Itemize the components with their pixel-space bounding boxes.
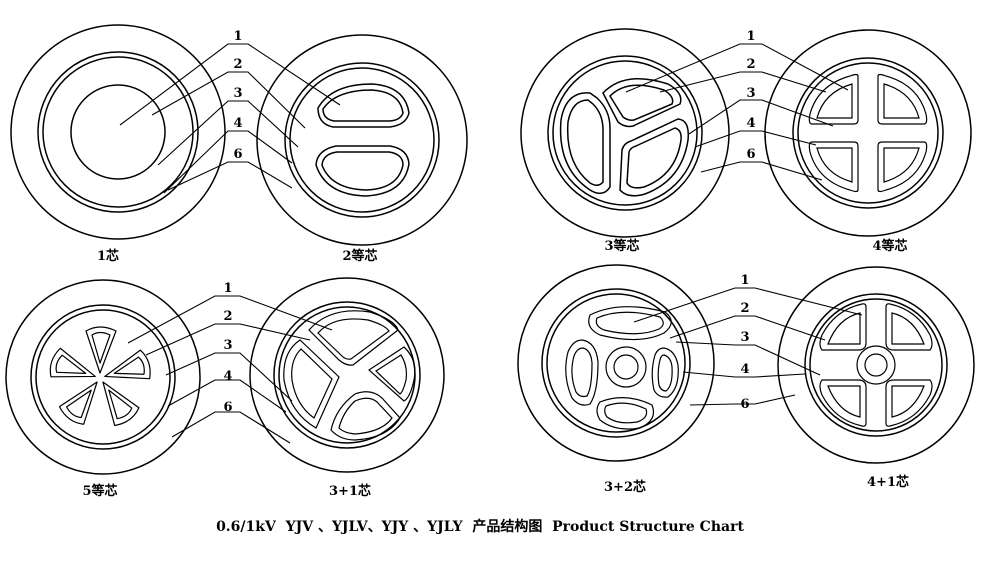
leader-lines-b [625,43,849,181]
caption-1core: 1芯 [97,248,119,264]
layer-label-2: 2 [740,301,749,316]
caption-3p2core: 3+2芯 [604,479,646,495]
layer-label-1: 1 [233,29,242,44]
layer-label-6: 6 [746,147,755,162]
layer-label-3: 3 [223,338,232,353]
group-5core-3p1core: 1 2 3 4 6 5等芯 3+1芯 [5,277,445,499]
layer-label-6: 6 [233,147,242,162]
layer-label-4: 4 [223,369,232,384]
group-3p2core-4p1core: 1 2 3 4 6 3+2芯 4+1芯 [517,264,975,495]
caption-3core: 3等芯 [604,238,639,254]
chart-title: 0.6/1kV YJV 、YJLV、YJY 、YJLY 产品结构图 Produc… [216,518,744,535]
cable-2core [256,34,468,246]
group-1core-2core: 1 2 3 4 6 1芯 2等芯 [10,24,468,264]
caption-4core: 4等芯 [872,238,907,254]
layer-labels-c: 1 2 3 4 6 [223,281,232,415]
layer-label-2: 2 [233,57,242,72]
caption-3p1core: 3+1芯 [329,483,371,499]
caption-5core: 5等芯 [82,483,117,499]
cable-1core [10,24,226,240]
layer-label-4: 4 [233,116,242,131]
layer-label-3: 3 [233,86,242,101]
cable-3p1core [249,277,445,473]
caption-2core: 2等芯 [342,248,377,264]
layer-label-1: 1 [223,281,232,296]
layer-label-3: 3 [740,330,749,345]
layer-label-1: 1 [746,29,755,44]
layer-label-4: 4 [746,116,755,131]
layer-labels-a: 1 2 3 4 6 [233,29,242,162]
leader-lines-a [119,43,341,194]
layer-label-3: 3 [746,86,755,101]
layer-label-1: 1 [740,273,749,288]
layer-label-6: 6 [223,400,232,415]
layer-label-6: 6 [740,397,749,412]
cable-4core [764,29,972,237]
leader-lines-d [633,287,863,406]
layer-label-2: 2 [746,57,755,72]
layer-label-4: 4 [740,362,749,377]
cable-3core [520,28,730,238]
cable-3p2core [517,264,715,462]
five-cores [49,326,151,427]
leader-lines-c [127,295,333,444]
group-3core-4core: 1 2 3 4 6 3等芯 4等芯 [520,28,972,254]
layer-labels-d: 1 2 3 4 6 [740,273,749,412]
cable-4p1core [777,266,975,464]
cable-5core [5,279,201,475]
layer-labels-b: 1 2 3 4 6 [746,29,755,162]
caption-4p1core: 4+1芯 [867,474,909,490]
layer-label-2: 2 [223,309,232,324]
